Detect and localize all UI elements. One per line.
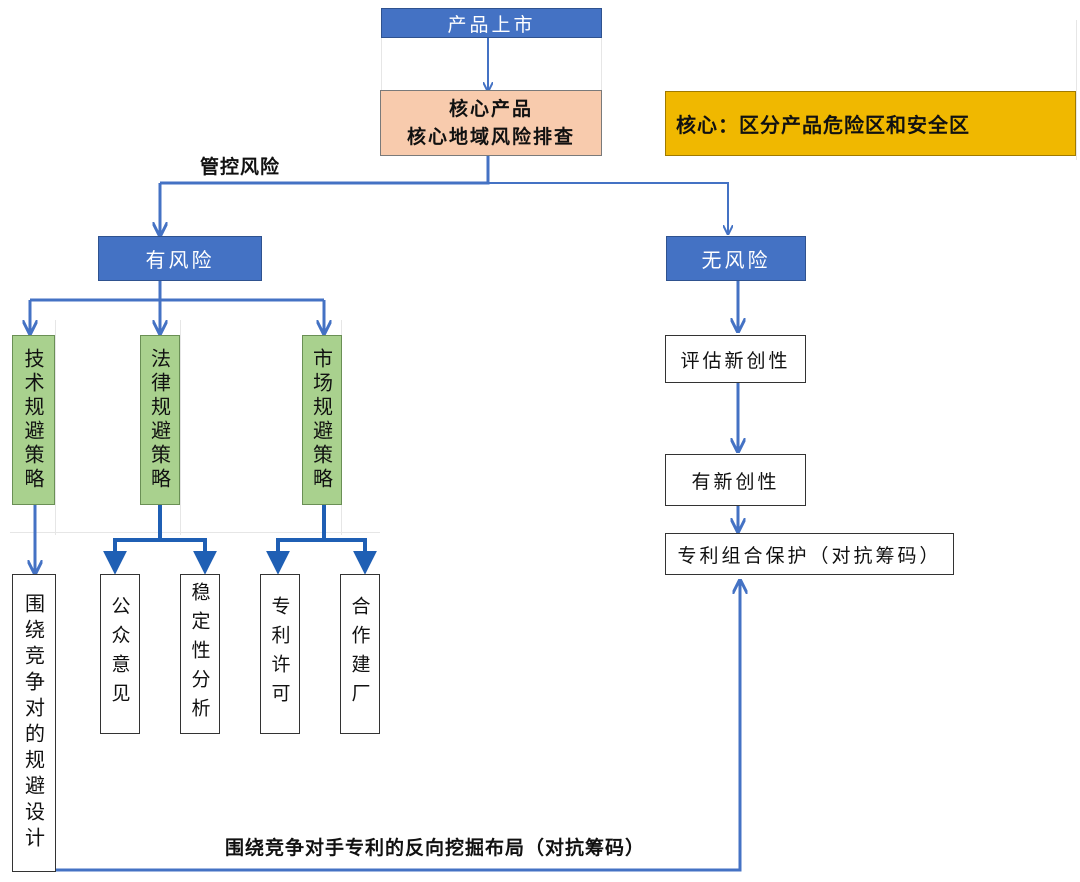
core-screening-line1: 核心产品	[448, 98, 533, 120]
gridline	[55, 320, 56, 535]
gridline	[1076, 20, 1077, 160]
market-launch-box: 产品上市	[381, 8, 602, 38]
gridline	[601, 36, 602, 94]
has-novelty-label: 有新创性	[691, 470, 780, 493]
core-note-label: 核心：区分产品危险区和安全区	[676, 113, 970, 137]
reverse-layout-label: 围绕竞争对手专利的反向挖掘布局（对抗筹码）	[225, 837, 646, 859]
design-around-box: 围绕竞争对的规避设计	[12, 574, 56, 872]
control-risk-label: 管控风险	[200, 156, 281, 178]
patent-license-label: 专利许可	[268, 596, 291, 712]
patent-license-box: 专利许可	[260, 574, 300, 734]
legal-strategy-label: 法律规避策略	[147, 348, 172, 492]
arrow-core-to-no-risk	[488, 182, 728, 233]
arrow-legal-split	[103, 505, 162, 575]
patent-portfolio-label: 专利组合保护（对抗筹码）	[677, 544, 942, 567]
core-screening-box: 核心产品 核心地域风险排查	[380, 90, 602, 156]
gridline	[180, 320, 181, 535]
arrow-market-split	[266, 505, 326, 575]
joint-venture-box: 合作建厂	[340, 574, 380, 734]
arrow-legal-split-right	[160, 538, 217, 575]
joint-venture-label: 合作建厂	[348, 596, 371, 712]
tech-strategy-box: 技术规避策略	[12, 335, 55, 505]
assess-novelty-box: 评估新创性	[665, 335, 806, 383]
legal-strategy-box: 法律规避策略	[140, 335, 180, 505]
core-note-box: 核心：区分产品危险区和安全区	[665, 91, 1076, 156]
public-opinion-label: 公众意见	[108, 596, 131, 712]
tech-strategy-label: 技术规避策略	[21, 348, 45, 492]
design-around-label: 围绕竞争对的规避设计	[21, 593, 46, 853]
no-risk-box: 无风险	[666, 236, 806, 281]
public-opinion-box: 公众意见	[100, 574, 140, 734]
no-risk-label: 无风险	[701, 248, 771, 272]
patent-portfolio-box: 专利组合保护（对抗筹码）	[665, 533, 954, 575]
assess-novelty-label: 评估新创性	[680, 349, 791, 372]
has-novelty-box: 有新创性	[665, 454, 806, 506]
core-screening-line2: 核心地域风险排查	[406, 126, 575, 148]
gridline	[10, 532, 380, 533]
has-risk-box: 有风险	[98, 236, 262, 281]
stability-analysis-label: 稳定性分析	[188, 581, 211, 727]
has-risk-label: 有风险	[145, 248, 215, 272]
stability-analysis-box: 稳定性分析	[180, 574, 220, 734]
market-strategy-box: 市场规避策略	[302, 335, 342, 505]
arrow-reverse-layout-loop	[40, 582, 740, 872]
market-strategy-label: 市场规避策略	[309, 348, 334, 492]
arrow-market-split-right	[324, 538, 377, 575]
market-launch-label: 产品上市	[447, 13, 536, 36]
gridline	[381, 36, 382, 94]
